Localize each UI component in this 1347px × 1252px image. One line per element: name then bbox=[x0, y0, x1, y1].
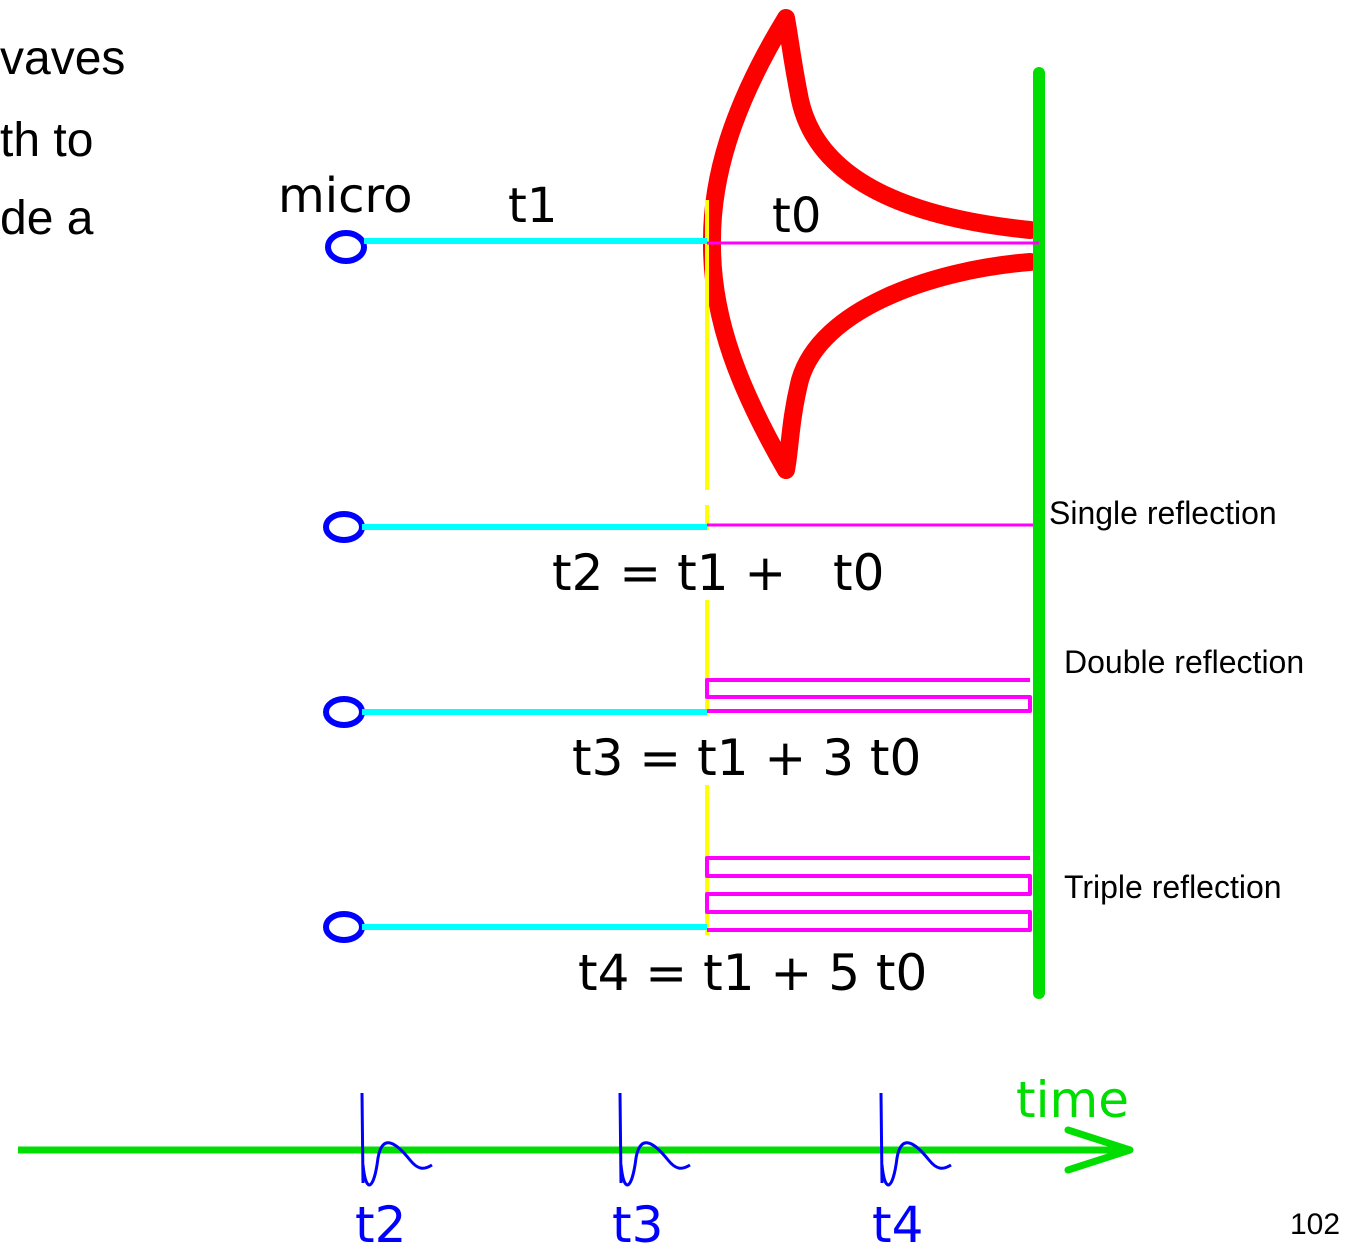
time-axis: time t2 t3 t4 bbox=[18, 1071, 1130, 1252]
page-number: 102 bbox=[1290, 1208, 1340, 1241]
reflection-label: Double reflection bbox=[1064, 644, 1304, 680]
time-tick-label: t3 bbox=[612, 1196, 663, 1252]
micro-icon bbox=[326, 914, 362, 940]
reflection-path bbox=[707, 680, 1030, 711]
pulse-icon bbox=[620, 1093, 690, 1185]
micro-icon bbox=[328, 233, 364, 261]
equation-right: t0 bbox=[833, 544, 884, 602]
t1-label: t1 bbox=[508, 178, 557, 234]
time-axis-label: time bbox=[1016, 1071, 1129, 1129]
pulse-icon bbox=[881, 1093, 951, 1185]
time-tick-label: t4 bbox=[872, 1196, 923, 1252]
micro-icon bbox=[326, 699, 362, 725]
double-reflection-row: t3 = t1 + 3 t0 Double reflection bbox=[326, 644, 1304, 787]
micro-icon bbox=[326, 514, 362, 540]
horn-upper-flare bbox=[712, 18, 1030, 240]
reflection-label: Triple reflection bbox=[1064, 869, 1282, 905]
horn-lower-flare bbox=[712, 245, 1030, 470]
equation-left: t2 = t1 + bbox=[552, 544, 786, 602]
time-tick-label: t2 bbox=[355, 1196, 406, 1252]
reflection-path bbox=[707, 858, 1030, 930]
t0-label: t0 bbox=[772, 188, 821, 244]
single-reflection-row: t2 = t1 + t0 Single reflection bbox=[326, 495, 1277, 602]
triple-reflection-row: t4 = t1 + 5 t0 Triple reflection bbox=[326, 858, 1282, 1002]
reflection-label: Single reflection bbox=[1049, 495, 1277, 531]
equation-left: t3 = t1 + 3 t0 bbox=[572, 729, 921, 787]
micro-label: micro bbox=[278, 168, 413, 224]
pulse-icon bbox=[362, 1093, 432, 1185]
equation-left: t4 = t1 + 5 t0 bbox=[578, 944, 927, 1002]
